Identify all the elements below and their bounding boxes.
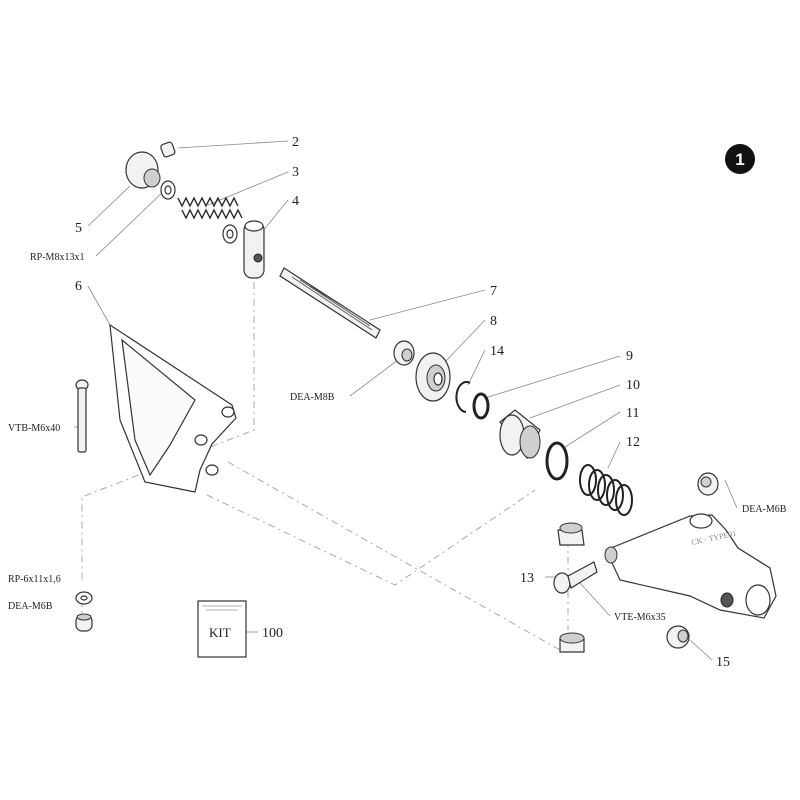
part-14-circlip <box>455 381 471 413</box>
label-rp-m8x13x1: RP-M8x13x1 <box>30 252 84 263</box>
part-11-o-ring <box>545 441 569 481</box>
label-9: 9 <box>626 349 633 364</box>
label-dea-m6b-left: DEA-M6B <box>8 601 53 612</box>
washer-rp-6 <box>75 591 93 605</box>
label-2: 2 <box>292 135 299 150</box>
label-8: 8 <box>490 314 497 329</box>
part-labels: 2 3 4 5 6 7 8 14 9 10 11 12 13 15 100 RP… <box>8 135 787 670</box>
label-14: 14 <box>490 344 504 359</box>
part-6-bracket <box>109 323 237 493</box>
part-12-spring <box>579 464 633 516</box>
label-dea-m6b-right: DEA-M6B <box>742 504 787 515</box>
part-5-knob <box>125 151 161 189</box>
label-3: 3 <box>292 165 299 180</box>
part-7-threaded-rod <box>279 267 381 339</box>
label-100: 100 <box>262 626 283 641</box>
nut-dea-m6b-left <box>75 613 93 632</box>
nut-dea-m6b-right <box>697 472 719 496</box>
label-11: 11 <box>626 406 639 421</box>
bolt-vtb-m6x40 <box>75 379 89 453</box>
part-2-plug <box>160 141 176 158</box>
label-dea-m8b: DEA-M8B <box>290 392 335 403</box>
label-vtb-m6x40: VTB-M6x40 <box>8 423 60 434</box>
part-100-kit-bag <box>197 600 247 658</box>
label-10: 10 <box>626 378 640 393</box>
label-15: 15 <box>716 655 730 670</box>
nut-dea-m8b <box>393 340 415 366</box>
cap-upper <box>557 522 585 546</box>
label-vte-m6x35: VTE-M6x35 <box>614 612 666 623</box>
part-15-bushing <box>666 625 690 649</box>
label-6: 6 <box>75 279 82 294</box>
main-frame-body: CK · TYPE01 <box>604 513 777 619</box>
label-4: 4 <box>292 194 299 209</box>
part-3-spring <box>177 196 243 220</box>
part-4-swivel <box>243 220 265 279</box>
label-7: 7 <box>490 284 497 299</box>
part-10-piston <box>499 409 541 460</box>
leader-lines <box>74 140 738 661</box>
washer-small <box>222 224 238 244</box>
label-rp-6x11x1-6: RP-6x11x1,6 <box>8 574 61 585</box>
part-8-bearing <box>415 352 451 402</box>
figure-number-badge: 1 <box>725 144 755 174</box>
label-12: 12 <box>626 435 640 450</box>
badge-number: 1 <box>735 150 744 169</box>
label-5: 5 <box>75 221 82 236</box>
label-kit: KIT <box>209 625 231 640</box>
label-13: 13 <box>520 571 534 586</box>
washer-rp-m8 <box>160 180 176 200</box>
cap-lower <box>559 632 585 653</box>
part-9-o-ring <box>472 392 490 420</box>
bolt-vte-m6x35 <box>553 561 598 594</box>
